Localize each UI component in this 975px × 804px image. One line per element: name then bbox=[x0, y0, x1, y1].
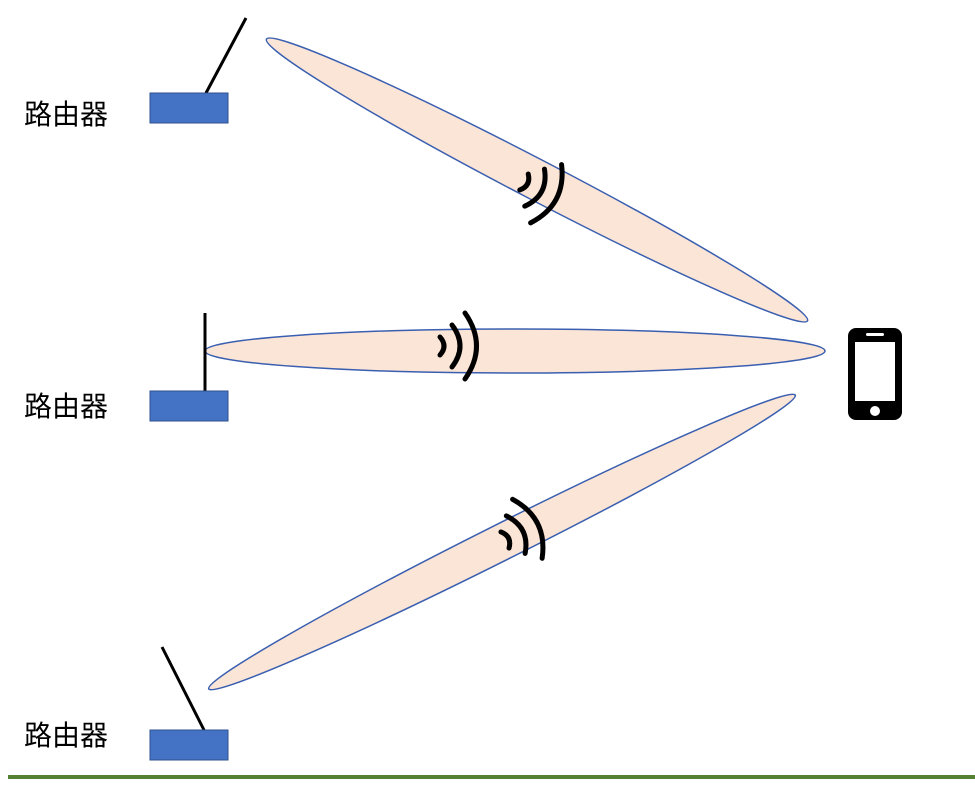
wifi-signal-icon bbox=[437, 310, 479, 382]
router-box-middle bbox=[149, 390, 229, 422]
smartphone-icon bbox=[848, 328, 902, 420]
router-middle bbox=[149, 313, 229, 422]
router-label-middle: 路由器 bbox=[24, 390, 109, 423]
router-box-top bbox=[149, 92, 229, 124]
antenna-bottom bbox=[160, 646, 206, 731]
signal-beam-top bbox=[265, 37, 809, 323]
ground-line bbox=[8, 775, 975, 779]
router-bottom bbox=[149, 646, 229, 761]
wifi-signal-icon bbox=[498, 496, 546, 561]
signal-beam-bottom bbox=[207, 393, 797, 691]
router-label-bottom: 路由器 bbox=[24, 719, 109, 752]
router-label-top: 路由器 bbox=[24, 98, 109, 131]
antenna-top bbox=[204, 17, 248, 94]
wifi-signal-icon bbox=[517, 162, 565, 226]
router-box-bottom bbox=[149, 729, 229, 761]
signal-beam-middle bbox=[204, 328, 826, 374]
router-top bbox=[149, 17, 248, 124]
